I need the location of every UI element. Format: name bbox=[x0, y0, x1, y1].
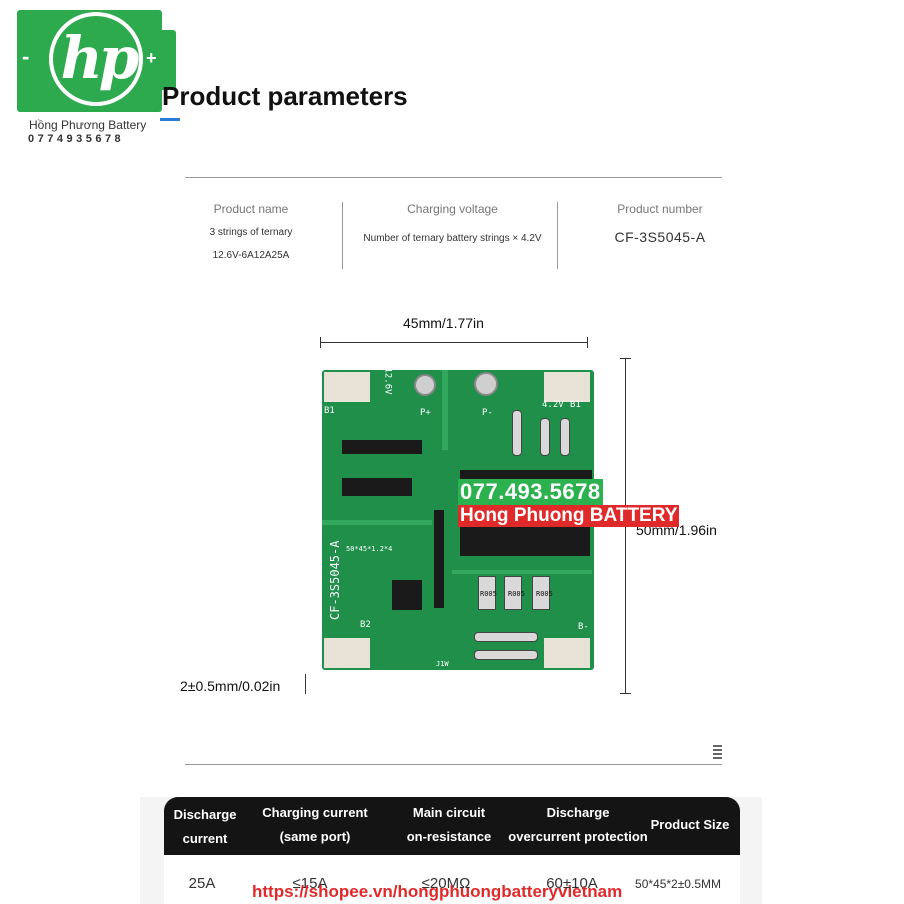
board-pplus-silk: P+ bbox=[420, 408, 431, 418]
product-name-label: Product name bbox=[213, 202, 289, 216]
product-name-line2: 12.6V-6A12A25A bbox=[212, 250, 290, 261]
charging-voltage-label: Charging voltage bbox=[407, 202, 498, 216]
divider-top bbox=[185, 177, 722, 178]
page-title: Product parameters bbox=[162, 81, 408, 111]
board-j1w-silk: J1W bbox=[436, 660, 449, 668]
board-voltage-silk: 12.6V bbox=[382, 370, 393, 395]
cell-overcurrent: 60±10A bbox=[546, 875, 598, 892]
charging-voltage-value: Number of ternary battery strings × 4.2V bbox=[363, 233, 542, 244]
board-b2-silk: B2 bbox=[360, 620, 371, 630]
column-divider bbox=[557, 202, 558, 269]
overlay-phone: 077.493.5678 bbox=[458, 479, 603, 505]
width-line bbox=[320, 342, 587, 343]
title-underline bbox=[160, 118, 180, 121]
board-b1-right: B1 bbox=[570, 400, 581, 410]
battery-terminal-shape bbox=[162, 30, 176, 90]
cell-discharge-current: 25A bbox=[188, 875, 216, 892]
plus-icon: + bbox=[146, 48, 157, 68]
cell-on-resistance: ≤20MΩ bbox=[421, 875, 471, 892]
board-b1-left: B1 bbox=[324, 406, 335, 416]
thickness-line bbox=[305, 674, 306, 694]
divider-bottom bbox=[185, 764, 722, 765]
board-bminus-silk: B- bbox=[578, 622, 589, 632]
cell-charging-current: ≤15A bbox=[292, 875, 328, 892]
cell-product-size: 50*45*2±0.5MM bbox=[635, 877, 721, 891]
shop-link[interactable]: https://shopee.vn/hongphuongbatteryvietn… bbox=[252, 882, 623, 901]
brand-phone: 0774935678 bbox=[28, 133, 125, 145]
board-pminus-silk: P- bbox=[482, 408, 493, 418]
board-spec-silk: 50*45*1.2*4 bbox=[346, 545, 393, 553]
board-42v-silk: 4.2V bbox=[542, 400, 564, 410]
board-model-silk: CF-3S5045-A bbox=[328, 540, 342, 620]
minus-icon: - bbox=[22, 44, 30, 69]
header-product-size: Product Size bbox=[650, 817, 730, 832]
brand-name: Hồng Phương Battery bbox=[29, 118, 147, 132]
header-charging-current: Charging current(same port) bbox=[262, 805, 368, 844]
width-dimension: 45mm/1.77in bbox=[403, 315, 484, 331]
spec-table-row: 25A ≤15A ≤20MΩ 60±10A 50*45*2±0.5MM bbox=[164, 855, 740, 904]
board-res-code: R005 bbox=[536, 590, 553, 598]
board-res-code: R005 bbox=[480, 590, 497, 598]
column-divider bbox=[342, 202, 343, 269]
product-number-label: Product number bbox=[617, 202, 703, 216]
product-name-line1: 3 strings of ternary bbox=[209, 227, 293, 238]
board-res-code: R005 bbox=[508, 590, 525, 598]
logo-mark: hp bbox=[60, 24, 140, 92]
menu-icon bbox=[713, 745, 722, 761]
logo-circle bbox=[49, 12, 143, 106]
overlay-brand: Hong Phuong BATTERY bbox=[458, 505, 680, 527]
pcb-board-image: CF-3S5045-A 12.6V B1 B1 B2 B- P+ P- 4.2V… bbox=[322, 370, 594, 670]
product-number-value: CF-3S5045-A bbox=[614, 229, 706, 245]
thickness-dimension: 2±0.5mm/0.02in bbox=[180, 678, 281, 694]
